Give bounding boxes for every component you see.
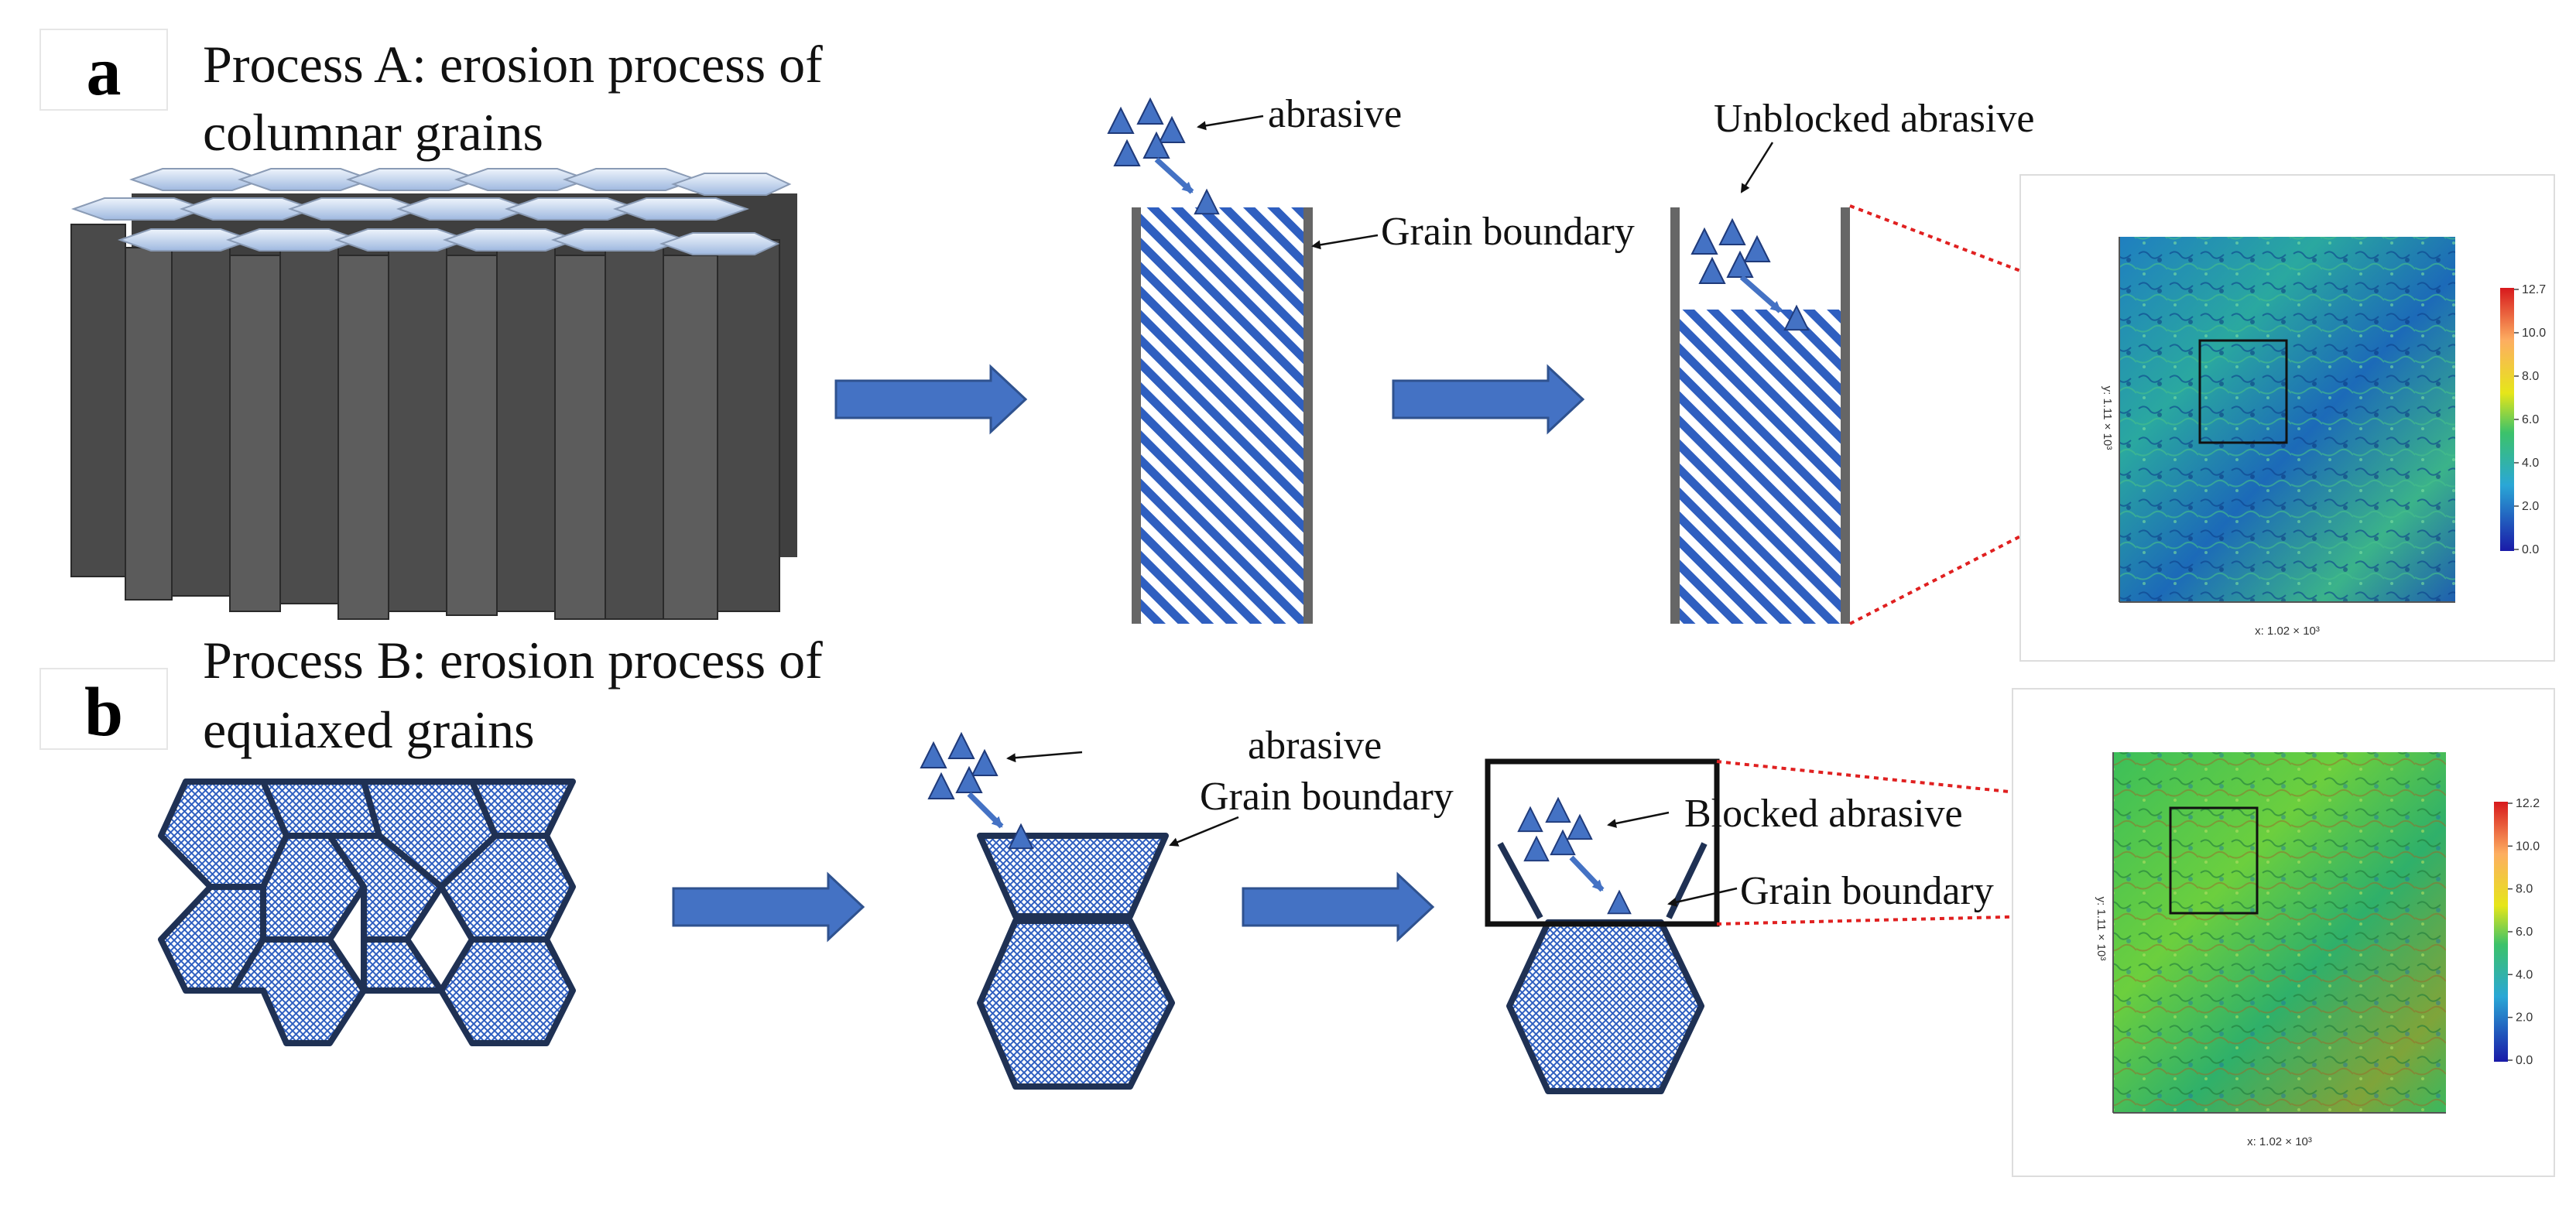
blocked-zoom-box	[1485, 758, 1720, 927]
colorbar-tick-label: 2.0	[2522, 500, 2539, 513]
panel-a: a Process A: erosion process of columnar…	[39, 29, 2555, 662]
panel-b-letter: b	[84, 674, 123, 751]
label-grain-boundary-b2: Grain boundary	[1740, 869, 1994, 913]
columnar-channel-eroded	[1670, 207, 1850, 624]
panel-a-title-line1: Process A: erosion process of	[203, 35, 823, 94]
colorbar-tick-label: 10.0	[2522, 327, 2546, 340]
surface-map-b: x: 1.02 × 10³ y: 1.11 × 10³ 12.2 10.0 8.0 6…	[2012, 688, 2555, 1177]
equiaxed-grains-illustration	[158, 779, 576, 1046]
panel-a-title-line2: columnar grains	[203, 103, 543, 162]
colorbar-b	[2494, 802, 2508, 1062]
process-a-arrow-1	[834, 365, 1027, 433]
colorbar-tick-label: 2.0	[2516, 1011, 2533, 1025]
colorbar-tick-label: 8.0	[2522, 370, 2539, 383]
columnar-channel-intact	[1132, 207, 1313, 624]
abrasive-particles-b2	[1517, 797, 1632, 915]
colorbar-tick-label: 6.0	[2516, 926, 2533, 939]
panel-a-letter: a	[87, 33, 122, 110]
zoom-box-a	[2198, 339, 2288, 444]
process-a-arrow-2	[1392, 365, 1584, 433]
columnar-grains-illustration	[70, 168, 797, 620]
label-unblocked-abrasive: Unblocked abrasive	[1714, 97, 2034, 141]
equiaxed-grain-eroded	[1497, 842, 1708, 1094]
label-grain-boundary-b: Grain boundary	[1200, 775, 1454, 819]
panel-b-title-line2: equiaxed grains	[203, 700, 535, 759]
process-b-arrow-1	[672, 873, 865, 941]
label-abrasive-a: abrasive	[1268, 92, 1402, 136]
abrasive-particles-a1	[1108, 98, 1220, 215]
label-blocked-abrasive: Blocked abrasive	[1684, 792, 1963, 836]
panel-a-letter-box	[39, 29, 168, 111]
colorbar-tick-label: 0.0	[2522, 543, 2539, 556]
process-b-arrow-2	[1242, 873, 1434, 941]
equiaxed-grain-pair	[977, 833, 1175, 1090]
colorbar-tick-label: 0.0	[2516, 1054, 2533, 1067]
colorbar-a-ticks: 12.7 10.0 8.0 6.0 4.0 2.0 0.0	[2514, 283, 2546, 556]
colorbar-tick-label: 4.0	[2522, 457, 2539, 470]
colorbar-b-ticks: 12.2 10.0 8.0 6.0 4.0 2.0 0.0	[2508, 797, 2540, 1067]
colorbar-tick-label: 10.0	[2516, 840, 2540, 853]
surface-map-a: x: 1.02 × 10³ y: 1.11 × 10³ 12.7 10.0 8.0 6…	[2019, 174, 2555, 662]
panel-b-letter-box	[39, 668, 168, 750]
colorbar-tick-label: 6.0	[2522, 413, 2539, 426]
map-a-x-axis: x: 1.02 × 10³	[2255, 625, 2320, 638]
colorbar-tick-label: 12.2	[2516, 797, 2540, 810]
label-abrasive-b: abrasive	[1248, 724, 1382, 768]
colorbar-tick-label: 8.0	[2516, 883, 2533, 896]
panel-b: b Process B: erosion process of equiaxed…	[39, 631, 2555, 1177]
colorbar-a	[2500, 288, 2514, 551]
zoom-box-b	[2169, 806, 2259, 915]
panel-b-title-line1: Process B: erosion process of	[203, 631, 823, 690]
abrasive-particles-b1	[920, 733, 1034, 850]
map-b-y-axis: y: 1.11 × 10³	[2095, 897, 2108, 961]
colorbar-tick-label: 12.7	[2522, 283, 2546, 296]
map-a-y-axis: y: 1.11 × 10³	[2101, 386, 2114, 450]
map-b-x-axis: x: 1.02 × 10³	[2247, 1135, 2312, 1148]
label-grain-boundary-a: Grain boundary	[1381, 210, 1635, 254]
colorbar-tick-label: 4.0	[2516, 968, 2533, 981]
